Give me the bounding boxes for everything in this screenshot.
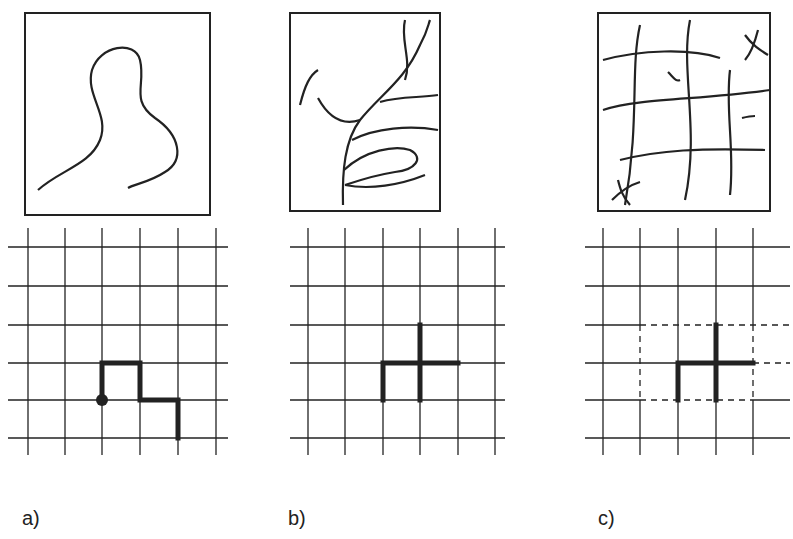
panel-frame <box>290 13 440 211</box>
grid-b <box>290 228 505 455</box>
panel-label: a) <box>22 508 40 528</box>
curve-network <box>603 20 770 205</box>
panel-label: b) <box>288 508 306 528</box>
walk-path <box>102 363 178 438</box>
cluster <box>678 325 753 400</box>
branching-curves <box>300 20 438 205</box>
dashed-cell-boundary <box>640 325 790 400</box>
branched-cluster <box>383 325 458 400</box>
grid-c <box>585 228 790 455</box>
grid-a <box>8 228 228 455</box>
bond-paths <box>102 325 753 438</box>
panel-frame <box>598 13 770 211</box>
panel-label: c) <box>598 508 615 528</box>
start-dot <box>96 394 108 406</box>
panel-frames <box>25 13 770 215</box>
curve <box>38 48 177 190</box>
panel-frame <box>25 13 210 215</box>
lattice-grid <box>8 228 790 455</box>
